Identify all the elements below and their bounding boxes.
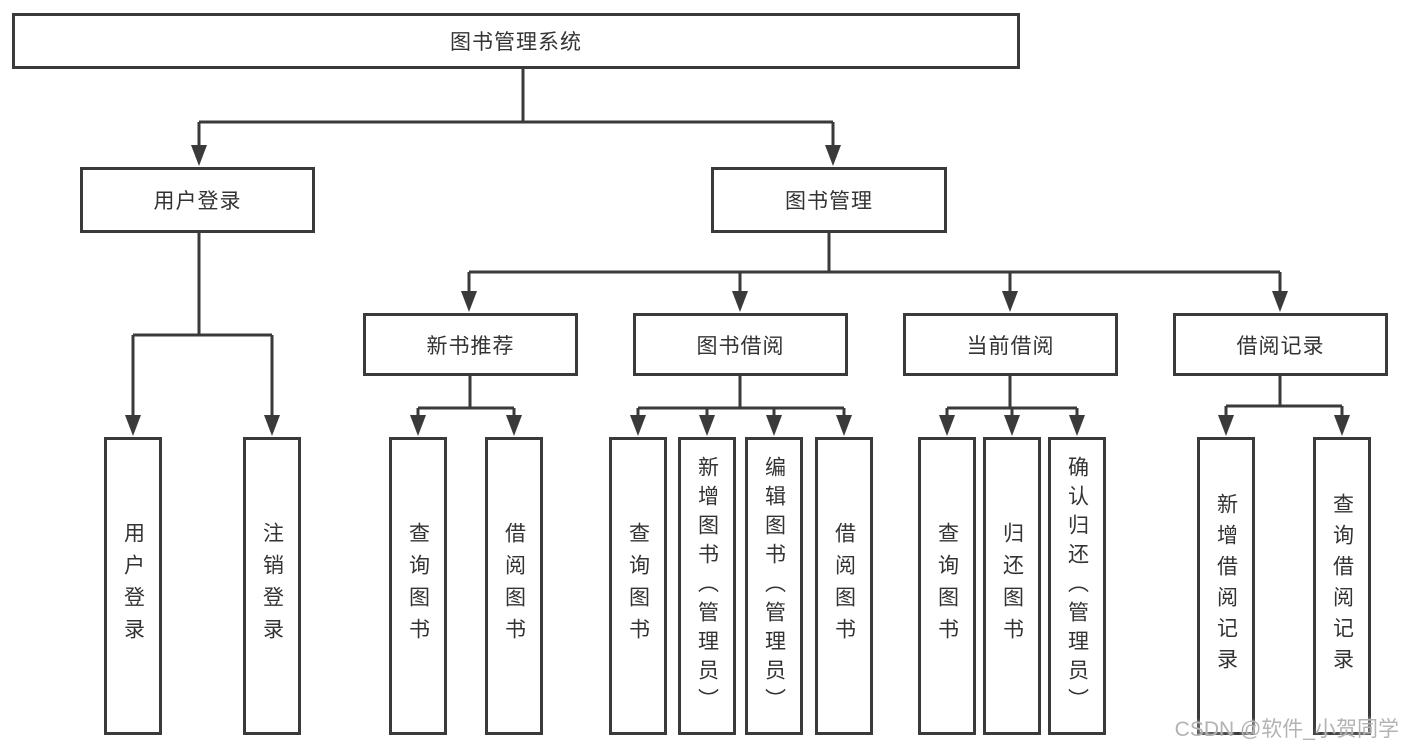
leaf-borrow-books-recommend: 借阅图书 (485, 437, 543, 735)
leaf-add-books-admin: 新增图书（管理员） (678, 437, 736, 735)
csdn-watermark: CSDN @软件_小贺同学 (1174, 718, 1399, 741)
node-label: 查询图书 (935, 522, 959, 650)
node-label: 借阅记录 (1236, 334, 1325, 358)
node-label: 确认归还（管理员） (1065, 455, 1089, 717)
leaf-logout: 注销登录 (243, 437, 301, 735)
node-book-borrowing: 图书借阅 (633, 313, 848, 376)
node-label: 图书管理 (785, 190, 873, 213)
leaf-query-borrow-record: 查询借阅记录 (1313, 437, 1371, 735)
node-label: 编辑图书（管理员） (762, 455, 786, 717)
leaf-edit-books-admin: 编辑图书（管理员） (745, 437, 803, 735)
node-label: 新增图书（管理员） (695, 455, 719, 717)
node-label: 查询借阅记录 (1330, 493, 1354, 679)
node-user-login: 用户登录 (80, 167, 315, 233)
leaf-query-books-borrowing: 查询图书 (609, 437, 667, 735)
leaf-add-borrow-record: 新增借阅记录 (1197, 437, 1255, 735)
leaf-query-books-current: 查询图书 (918, 437, 976, 735)
leaf-query-books-recommend: 查询图书 (389, 437, 447, 735)
node-label: 用户登录 (153, 190, 242, 213)
node-label: 当前借阅 (966, 334, 1055, 358)
node-book-management: 图书管理 (711, 167, 947, 233)
node-label: 归还图书 (1000, 522, 1024, 650)
node-current-borrowing: 当前借阅 (903, 313, 1118, 376)
node-label: 图书管理系统 (450, 31, 582, 54)
node-new-book-recommend: 新书推荐 (363, 313, 578, 376)
node-label: 查询图书 (626, 522, 650, 650)
node-label: 新书推荐 (426, 334, 515, 358)
node-label: 借阅图书 (832, 522, 856, 650)
node-book-management-system: 图书管理系统 (12, 13, 1020, 69)
node-label: 用户登录 (121, 522, 145, 650)
leaf-borrow-books-borrowing: 借阅图书 (815, 437, 873, 735)
node-label: 新增借阅记录 (1214, 493, 1238, 679)
node-borrowing-records: 借阅记录 (1173, 313, 1388, 376)
node-label: 查询图书 (406, 522, 430, 650)
node-label: 注销登录 (260, 522, 284, 650)
leaf-confirm-return-admin: 确认归还（管理员） (1048, 437, 1106, 735)
node-label: 借阅图书 (502, 522, 526, 650)
node-label: 图书借阅 (696, 334, 785, 358)
leaf-return-books: 归还图书 (983, 437, 1041, 735)
leaf-user-login: 用户登录 (104, 437, 162, 735)
